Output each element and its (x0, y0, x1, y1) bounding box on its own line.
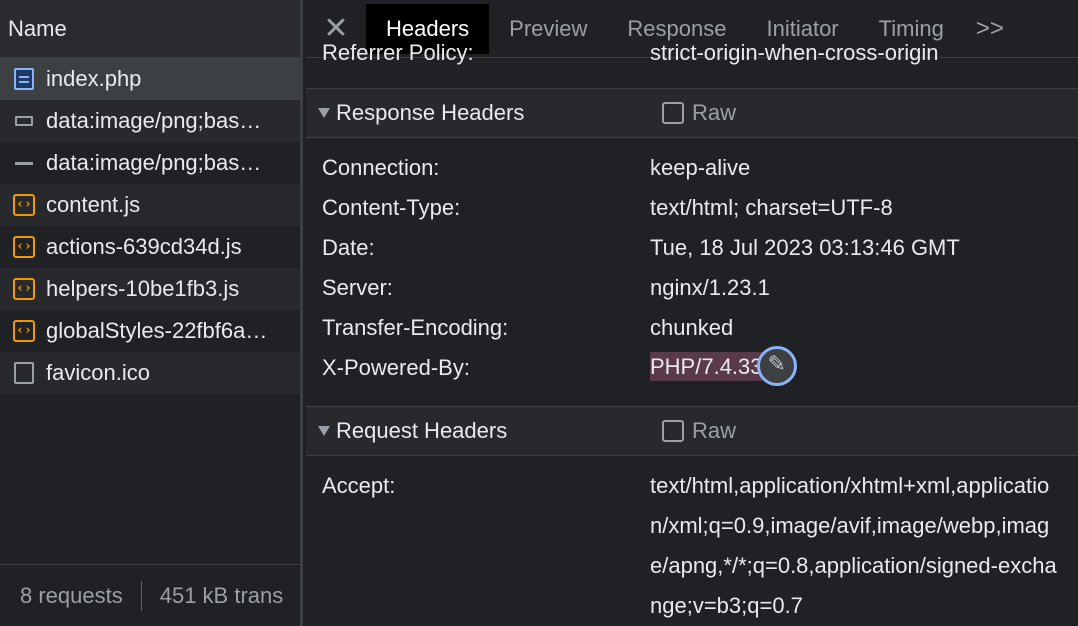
header-value-highlighted[interactable]: PHP/7.4.33 (650, 346, 797, 388)
header-key: Accept: (322, 473, 396, 498)
request-name: globalStyles-22fbf6a… (46, 318, 268, 343)
header-key: Date: (322, 235, 375, 260)
request-name: actions-639cd34d.js (46, 234, 242, 259)
request-name: data:image/png;bas… (46, 150, 262, 175)
highlighted-value[interactable]: PHP/7.4.33 (650, 351, 763, 381)
request-raw-checkbox[interactable] (662, 420, 684, 442)
header-row-x-powered-by: X-Powered-By: PHP/7.4.33 (306, 346, 1078, 388)
header-value[interactable]: keep-alive (650, 155, 751, 180)
header-row-server: Server: nginx/1.23.1 (306, 268, 1078, 308)
header-row-referrer-policy: Referrer Policy: strict-origin-when-cros… (306, 44, 1078, 66)
transferred-size: 451 kB trans (159, 582, 284, 608)
request-count: 8 requests (20, 582, 123, 608)
header-key: Transfer-Encoding: (322, 315, 509, 340)
request-raw-label: Raw (692, 418, 737, 443)
response-raw-checkbox[interactable] (662, 102, 684, 124)
response-headers-title: Response Headers (336, 100, 525, 125)
request-row-content-js[interactable]: ‹› content.js (0, 184, 300, 226)
header-row-content-type: Content-Type: text/html; charset=UTF-8 (306, 188, 1078, 228)
header-row-accept: Accept: text/html,application/xhtml+xml,… (306, 456, 1078, 626)
request-headers-section-header[interactable]: Request Headers Raw (306, 406, 1078, 456)
file-icon (12, 361, 36, 385)
script-icon: ‹› (12, 235, 36, 259)
header-row-date: Date: Tue, 18 Jul 2023 03:13:46 GMT (306, 228, 1078, 268)
request-row-data-image-1[interactable]: data:image/png;bas… (0, 100, 300, 142)
name-column-header[interactable]: Name (0, 0, 300, 58)
request-headers-title: Request Headers (336, 418, 508, 443)
response-headers-list: Connection: keep-alive Content-Type: tex… (306, 138, 1078, 406)
details-tab-bar: ✕ Headers Preview Response Initiator Tim… (306, 0, 1078, 58)
tab-initiator[interactable]: Initiator (766, 15, 839, 41)
document-icon (12, 67, 36, 91)
header-row-transfer-encoding: Transfer-Encoding: chunked (306, 308, 1078, 348)
tab-timing[interactable]: Timing (878, 15, 944, 41)
tab-headers[interactable]: Headers (366, 3, 490, 54)
request-name: content.js (46, 192, 141, 217)
tab-preview[interactable]: Preview (509, 15, 588, 41)
collapse-triangle-icon[interactable] (318, 426, 330, 436)
request-name: favicon.ico (46, 360, 150, 385)
request-row-favicon[interactable]: favicon.ico (0, 352, 300, 394)
request-list: index.php data:image/png;bas… data:image… (0, 58, 300, 394)
script-icon: ‹› (12, 277, 36, 301)
header-value[interactable]: text/html,application/xhtml+xml,applicat… (650, 473, 1057, 618)
close-icon[interactable]: ✕ (323, 12, 349, 45)
status-bar: 8 requests 451 kB trans (0, 564, 300, 626)
line-image-icon (12, 151, 36, 175)
header-key: Referrer Policy: (322, 44, 474, 65)
header-key: Server: (322, 275, 393, 300)
header-value[interactable]: nginx/1.23.1 (650, 275, 770, 300)
request-name: helpers-10be1fb3.js (46, 276, 240, 301)
header-row-connection: Connection: keep-alive (306, 148, 1078, 188)
request-row-globalstyles-js[interactable]: ‹› globalStyles-22fbf6a… (0, 310, 300, 352)
header-value[interactable]: strict-origin-when-cross-origin (650, 44, 939, 65)
request-row-index-php[interactable]: index.php (0, 58, 300, 100)
header-key: X-Powered-By: (322, 355, 470, 380)
status-divider (140, 580, 142, 611)
header-key: Content-Type: (322, 195, 461, 220)
edit-pencil-icon[interactable] (756, 346, 797, 386)
script-icon: ‹› (12, 319, 36, 343)
header-value[interactable]: chunked (650, 315, 734, 340)
response-headers-section-header[interactable]: Response Headers Raw (306, 88, 1078, 138)
script-icon: ‹› (12, 193, 36, 217)
response-raw-label: Raw (692, 100, 737, 125)
request-details-panel: ✕ Headers Preview Response Initiator Tim… (306, 0, 1078, 626)
name-column-label: Name (8, 15, 67, 41)
header-value[interactable]: text/html; charset=UTF-8 (650, 195, 893, 220)
collapse-triangle-icon[interactable] (318, 108, 330, 118)
header-key: Connection: (322, 155, 440, 180)
request-name: data:image/png;bas… (46, 108, 262, 133)
request-row-helpers-js[interactable]: ‹› helpers-10be1fb3.js (0, 268, 300, 310)
tab-response[interactable]: Response (627, 15, 727, 41)
request-row-actions-js[interactable]: ‹› actions-639cd34d.js (0, 226, 300, 268)
request-name: index.php (46, 66, 142, 91)
header-value[interactable]: Tue, 18 Jul 2023 03:13:46 GMT (650, 235, 960, 260)
request-list-panel: Name index.php data:image/png;bas… data:… (0, 0, 303, 626)
request-row-data-image-2[interactable]: data:image/png;bas… (0, 142, 300, 184)
more-tabs-chevron-icon[interactable]: >> (975, 14, 1004, 42)
headers-content: Referrer Policy: strict-origin-when-cros… (306, 44, 1078, 626)
image-icon (12, 109, 36, 133)
